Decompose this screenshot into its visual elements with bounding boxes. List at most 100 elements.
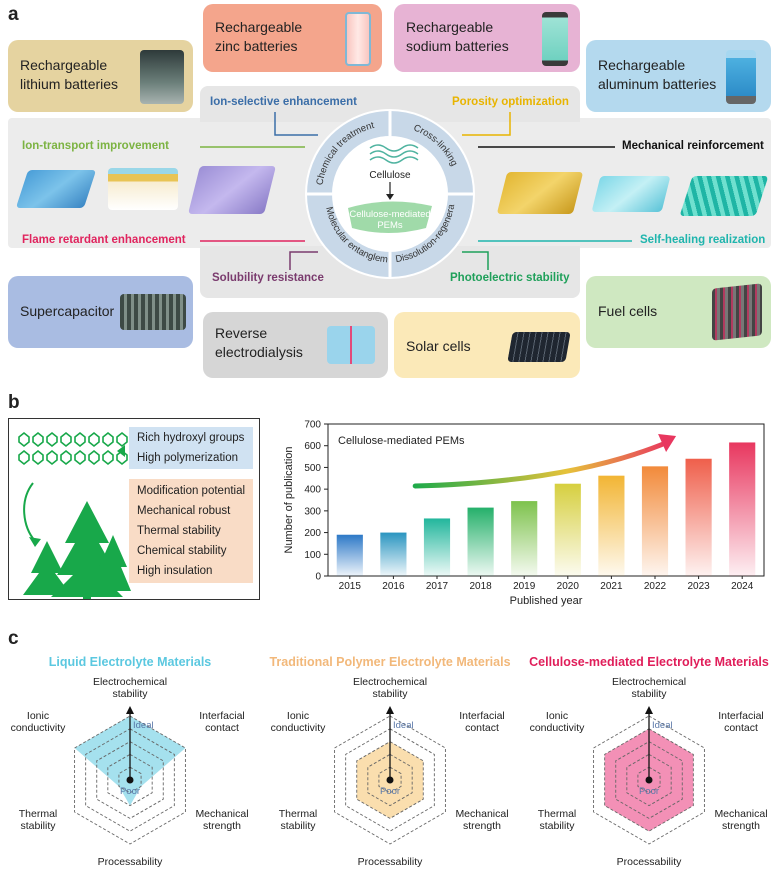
radar-grid-ring bbox=[74, 715, 186, 845]
radar-grid-ring bbox=[637, 766, 661, 794]
center-cellulose-label: Cellulose bbox=[369, 170, 411, 181]
radar-grid-ring bbox=[604, 728, 694, 832]
x-tick-label: 2015 bbox=[339, 581, 362, 592]
bar-2018 bbox=[467, 507, 494, 576]
x-tick-label: 2022 bbox=[644, 581, 667, 592]
radar-grid-ring bbox=[615, 741, 683, 819]
app-electrodialysis-line2: electrodialysis bbox=[215, 344, 303, 360]
radar-poor-label: Poor bbox=[380, 786, 400, 797]
radar-axis-label-line: Mechanical bbox=[455, 808, 509, 820]
app-fuel-label: Fuel cells bbox=[598, 303, 658, 319]
label-self-healing: Self-healing realization bbox=[640, 234, 766, 246]
center-pems-line2: PEMs bbox=[377, 220, 403, 231]
bar-2017 bbox=[423, 518, 451, 576]
app-aluminum-line1: Rechargeable bbox=[598, 57, 686, 73]
radar-axis-label-line: contact bbox=[205, 722, 239, 734]
y-tick-label: 0 bbox=[315, 572, 321, 583]
electrodialysis-icon bbox=[327, 326, 375, 364]
zinc-battery-icon bbox=[345, 12, 371, 66]
plot-frame bbox=[327, 423, 765, 577]
radar-axis-label-line: stability bbox=[539, 820, 575, 832]
label-ion-selective: Ion-selective enhancement bbox=[210, 96, 357, 108]
bar-2024 bbox=[729, 442, 756, 576]
membrane-image-cyan bbox=[591, 176, 671, 212]
app-box-sodium: Rechargeable sodium batteries bbox=[394, 4, 580, 72]
app-supercapacitor-label: Supercapacitor bbox=[20, 303, 115, 319]
radar-axis-label-line: Interfacial bbox=[718, 710, 764, 722]
sodium-battery-icon bbox=[542, 12, 568, 66]
radar-axis-label-line: conductivity bbox=[10, 722, 66, 734]
solar-panel-icon bbox=[507, 332, 571, 362]
radar-grid-ring bbox=[367, 753, 413, 807]
cellulose-features-box: Rich hydroxyl groups High polymerization… bbox=[8, 418, 260, 600]
radar-axis-label-line: stability bbox=[112, 688, 148, 700]
panel-letter-b: b bbox=[8, 392, 20, 413]
features-top-list: Rich hydroxyl groups High polymerization bbox=[129, 427, 253, 469]
membrane-image-yellow bbox=[496, 172, 584, 214]
membrane-image-layered bbox=[108, 168, 178, 210]
x-tick-label: 2021 bbox=[600, 581, 623, 592]
center-pems-line1: Cellulose-mediated bbox=[349, 209, 430, 220]
app-lithium-line2: lithium batteries bbox=[20, 76, 119, 92]
radar-title-traditional: Traditional Polymer Electrolyte Material… bbox=[269, 655, 511, 669]
radar-axis-label-processability: Processability bbox=[340, 856, 440, 868]
membrane-image-blue bbox=[15, 170, 97, 208]
radar-center-dot bbox=[386, 776, 394, 784]
x-tick-label: 2017 bbox=[426, 581, 449, 592]
radar-ideal-arrowhead bbox=[645, 706, 653, 714]
x-tick-label: 2016 bbox=[382, 581, 405, 592]
radar-axis-label-line: conductivity bbox=[270, 722, 326, 734]
radar-axis-label-line: stability bbox=[372, 688, 408, 700]
y-tick-label: 700 bbox=[304, 420, 321, 431]
radar-axis-label-line: contact bbox=[724, 722, 758, 734]
y-tick-label: 300 bbox=[304, 506, 321, 517]
radar-axis-label-line: strength bbox=[203, 820, 241, 832]
arrow-to-features-icon bbox=[117, 445, 125, 457]
radar-axis-label-line: Interfacial bbox=[459, 710, 505, 722]
app-sodium-line1: Rechargeable bbox=[406, 19, 494, 35]
panel-letter-c: c bbox=[8, 628, 19, 649]
y-tick-label: 100 bbox=[304, 550, 321, 561]
app-zinc-line1: Rechargeable bbox=[215, 19, 303, 35]
x-tick-label: 2020 bbox=[557, 581, 580, 592]
radar-axis-label-line: Electrochemical bbox=[92, 676, 168, 688]
radar-poor-label: Poor bbox=[120, 786, 140, 797]
panel-letter-a: a bbox=[8, 4, 19, 25]
radar-axis-label-line: stability bbox=[280, 820, 316, 832]
y-tick-label: 600 bbox=[304, 441, 321, 452]
trend-arrow bbox=[412, 439, 671, 489]
radar-axis-label-line: Ionic bbox=[286, 710, 310, 722]
label-solubility: Solubility resistance bbox=[212, 272, 324, 284]
bar-chart-title: Cellulose-mediated PEMs bbox=[338, 435, 465, 447]
radar-axis-label-line: Electrochemical bbox=[611, 676, 687, 688]
x-tick-label: 2024 bbox=[731, 581, 754, 592]
label-porosity: Porosity optimization bbox=[452, 96, 569, 108]
radar-axis-label-line: Mechanical bbox=[714, 808, 768, 820]
radar-grid-ring bbox=[345, 728, 435, 832]
radar-title-cellulose: Cellulose-mediated Electrolyte Materials bbox=[529, 655, 769, 669]
feature-modification: Modification potential bbox=[137, 485, 246, 497]
radar-axis-label-line: strength bbox=[463, 820, 501, 832]
radar-axis-label-processability: Processability bbox=[599, 856, 699, 868]
app-aluminum-line2: aluminum batteries bbox=[598, 76, 717, 92]
membrane-image-teal bbox=[679, 176, 769, 216]
radar-ideal-label: Ideal bbox=[133, 720, 154, 731]
app-sodium-line2: sodium batteries bbox=[406, 38, 509, 54]
radar-ideal-arrowhead bbox=[126, 706, 134, 714]
app-box-electrodialysis: Reverse electrodialysis bbox=[203, 312, 388, 378]
trees-icon bbox=[23, 482, 131, 599]
radar-axis-label-line: Processability bbox=[97, 856, 163, 868]
